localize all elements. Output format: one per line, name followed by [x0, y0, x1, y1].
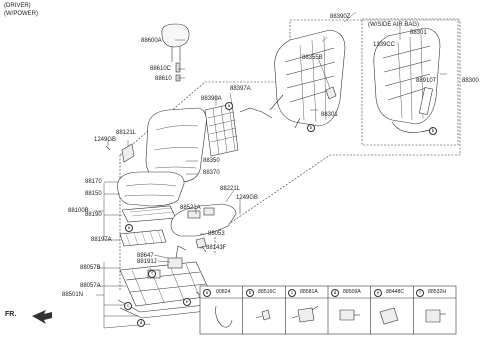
part-label: 88197A — [91, 237, 112, 243]
table-code: 00824 — [216, 289, 231, 295]
seat-cushion — [117, 171, 185, 207]
frame-outline — [119, 19, 461, 231]
part-label: 88910T — [416, 78, 437, 84]
table-code: 88509A — [343, 289, 361, 295]
power-label: (W/POWER) — [4, 11, 38, 17]
leader-lines — [94, 11, 447, 329]
table-key-d: d — [331, 289, 339, 297]
callout-f: f — [148, 270, 156, 278]
callout-a: a — [125, 224, 133, 232]
part-label: 88053 — [208, 231, 225, 237]
part-label: 88121L — [116, 130, 137, 136]
part-label: 88350 — [203, 158, 220, 164]
table-key-b: b — [246, 289, 254, 297]
part-label: 88301 — [410, 30, 427, 36]
part-label: 88143F — [206, 245, 227, 251]
part-label: 88600A — [141, 38, 162, 44]
front-marker: FR. — [5, 311, 17, 318]
part-label: 88300 — [462, 78, 479, 84]
parts-table — [199, 285, 457, 335]
part-label: 88191J — [137, 259, 157, 265]
side-shield — [170, 203, 237, 237]
part-label: 88057A — [80, 283, 101, 289]
table-pictograms — [215, 305, 446, 328]
side-airbag-box — [361, 18, 459, 146]
seat-back-frame — [269, 29, 346, 129]
callout-e: e — [183, 298, 191, 306]
part-label: 88390Z — [330, 14, 351, 20]
table-code: 88516C — [258, 289, 277, 295]
table-code: 88532H — [428, 289, 447, 295]
callout-d: d — [137, 319, 145, 327]
part-label: 88190 — [85, 212, 102, 218]
table-code: 88581A — [300, 289, 318, 295]
callout-b: b — [307, 124, 315, 132]
table-key-c: c — [288, 289, 296, 297]
seat-back-cushion — [145, 107, 207, 183]
part-label: 1249GB — [94, 137, 117, 143]
part-label: 88610 — [155, 76, 172, 82]
part-label: 88301 — [321, 112, 338, 118]
driver-label: (DRIVER) — [4, 3, 31, 9]
part-label: 88150 — [85, 191, 102, 197]
callout-c: c — [124, 302, 132, 310]
part-label: 88610C — [150, 66, 172, 72]
table-key-a: a — [203, 289, 211, 297]
lumbar-panel — [204, 103, 239, 157]
part-label: 1339CC — [373, 42, 396, 48]
part-label: 88355B — [302, 55, 323, 61]
front-arrow — [32, 310, 52, 324]
part-label: 88370 — [203, 170, 220, 176]
headrest — [161, 23, 190, 82]
cushion-mat — [119, 229, 167, 247]
part-label: 88100B — [68, 208, 89, 214]
part-label: 88057B — [80, 265, 101, 271]
part-label: 1249GB — [236, 195, 259, 201]
part-label: 88397A — [230, 86, 251, 92]
cushion-pad — [121, 205, 177, 223]
callout-a: a — [225, 102, 233, 110]
table-key-f: f — [416, 289, 424, 297]
callout-b: b — [429, 127, 437, 135]
table-code: 88448C — [386, 289, 405, 295]
airbag-back-frame — [373, 27, 441, 133]
part-label: 88501N — [62, 292, 84, 298]
part-label: 88221L — [220, 186, 241, 192]
part-label: 88521A — [180, 205, 201, 211]
part-label: 88390A — [201, 96, 222, 102]
part-label: 88647 — [137, 253, 154, 259]
part-label: 88170 — [85, 179, 102, 185]
table-key-e: e — [374, 289, 382, 297]
side-airbag-title: (W/SIDE AIR BAG) — [368, 22, 420, 28]
